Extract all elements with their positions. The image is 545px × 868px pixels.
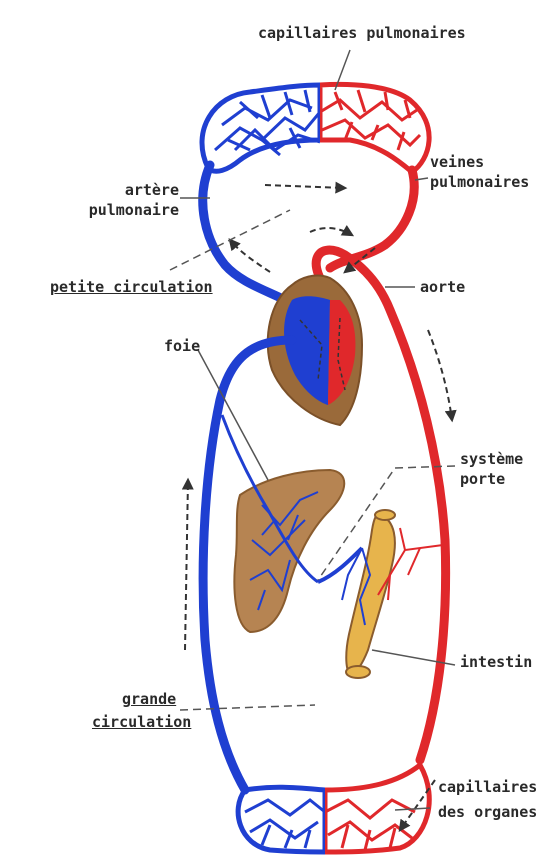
label-capillaires-organes-line2: des organes [438,803,537,822]
label-artere-pulmonaire-line1: artère [125,181,179,200]
arrow-to-lungs [230,240,270,272]
label-systeme-porte-line2: porte [460,470,505,489]
label-capillaires-pulmonaires: capillaires pulmonaires [258,24,466,43]
arrow-from-lungs [310,228,352,235]
organ-bed-left [238,787,325,852]
label-aorte: aorte [420,278,465,297]
pulmonary-capillaries [202,84,429,172]
label-foie: foie [164,337,200,356]
label-systeme-porte-line1: système [460,450,523,469]
label-veines-pulmonaires-line1: veines [430,153,484,172]
arrow-aorta-down [428,330,452,420]
label-capillaires-organes-line1: capillaires [438,778,537,797]
organ-capillaries [238,765,429,852]
arrow-pulmonary-top [265,185,345,188]
label-grande-circulation-line1: grande [122,690,176,709]
label-artere-pulmonaire-line2: pulmonaire [89,201,179,220]
heart [268,276,362,425]
label-petite-circulation: petite circulation [50,278,213,297]
label-grande-circulation-line2: circulation [92,713,191,732]
leader-capillaires-organes [395,808,430,810]
leader-petite-circulation [170,210,290,270]
leader-grande-circulation [180,705,315,710]
label-intestin: intestin [460,653,532,672]
portal-vein [318,548,362,582]
arrow-vena-up [185,480,188,650]
intestine [342,510,443,678]
label-veines-pulmonaires-line2: pulmonaires [430,173,529,192]
liver [222,415,344,632]
